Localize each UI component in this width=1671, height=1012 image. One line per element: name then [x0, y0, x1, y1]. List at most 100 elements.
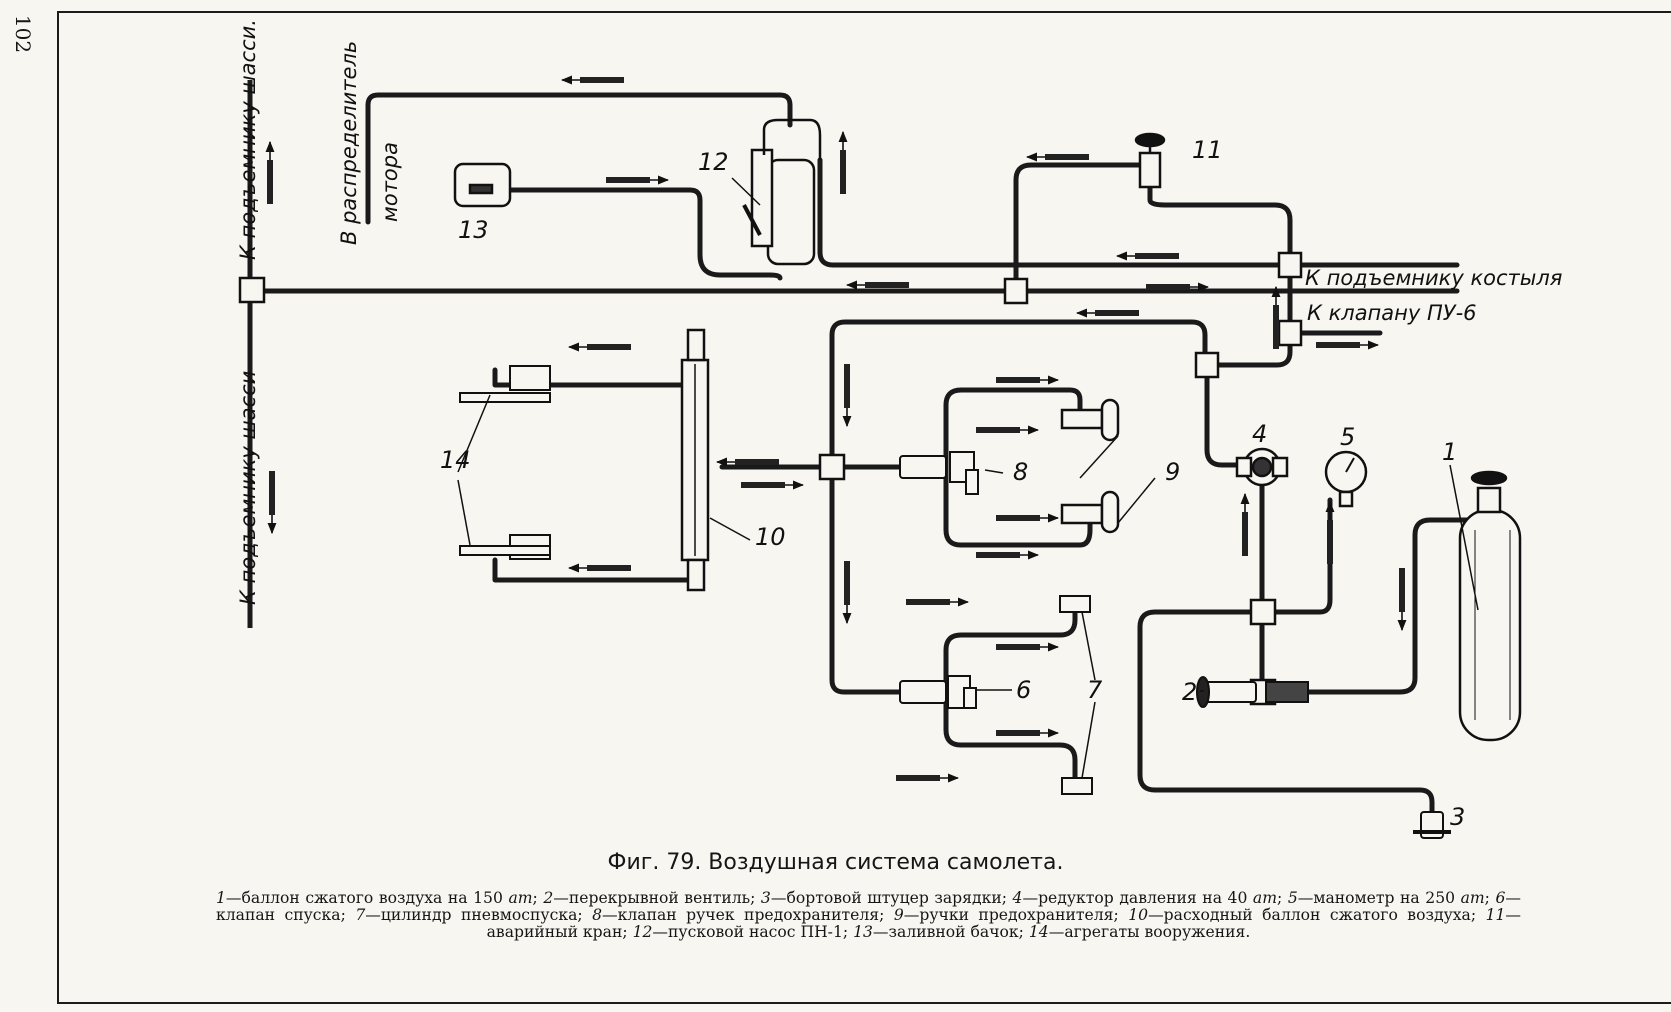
charging-fitting-icon	[1413, 811, 1451, 839]
label-chassis-lift-top: К подъемнику шасси.	[236, 19, 260, 260]
emergency-valve-icon	[1134, 132, 1166, 189]
legend-item-separator: ;	[1277, 889, 1288, 907]
flow-arrow-chassis-up	[267, 142, 273, 204]
legend-item: 1—баллон сжатого воздуха на 150 ат;	[216, 889, 543, 907]
shutoff-valve-icon	[1196, 676, 1309, 708]
legend-item-separator: .	[1245, 923, 1251, 941]
legend-item-text: —манометр на 250	[1297, 889, 1461, 907]
legend-item-number: 4	[1012, 889, 1023, 907]
number-2: 2	[1182, 678, 1197, 706]
flow-arrow-up-to-pu6	[1273, 287, 1279, 349]
flow-arrow-valve6-d	[896, 775, 958, 781]
flow-arrow-consumer-a	[717, 459, 779, 465]
legend-item-number: 10	[1128, 906, 1149, 924]
diagram-labels: К подъемнику шасси. К подъемнику шасси В…	[236, 19, 1562, 831]
legend-item-number: 7	[355, 906, 366, 924]
number-1: 1	[1442, 438, 1457, 466]
legend-item-number: 8	[592, 906, 603, 924]
legend-item: 4—редуктор давления на 40 ат;	[1013, 889, 1288, 907]
pipe-handle-top	[943, 387, 1083, 470]
label-valve-pu6: К клапану ПУ-6	[1307, 301, 1477, 325]
legend-item-text: —аварийный кран	[486, 906, 1522, 941]
pipe-pump-branch	[817, 157, 1293, 268]
pressure-gauge-icon	[1324, 450, 1368, 508]
number-8: 8	[1013, 458, 1028, 486]
legend-item-text: —перекрывной вентиль	[553, 889, 751, 907]
frame-top-rule	[58, 11, 1671, 13]
legend-item: 12—пусковой насос ПН-1;	[633, 923, 854, 941]
number-6: 6	[1016, 676, 1031, 704]
legend-item-number: 11	[1485, 906, 1506, 924]
legend-item-text: —баллон сжатого воздуха на 150	[225, 889, 509, 907]
flow-arrow-chassis-down	[269, 471, 275, 533]
legend-item-separator: ;	[532, 889, 544, 907]
legend-item-text: —пусковой насос ПН-1	[652, 923, 843, 941]
pipe-valve6-bottom	[943, 689, 1078, 781]
legend-item: 8—клапан ручек предохранителя;	[592, 906, 894, 924]
flow-arrow-handle-a	[996, 377, 1058, 383]
legend-item: 14—агрегаты вооружения.	[1029, 923, 1250, 941]
drain-valve-icon	[899, 675, 977, 709]
pipe-shutoff-to-bottle	[1259, 517, 1473, 695]
label-engine-distributor-line1: В распределитель	[337, 41, 361, 245]
flow-arrow-branch-down-b	[844, 561, 850, 623]
pipe-gauge-line	[1259, 497, 1333, 615]
label-chassis-lift-bottom: К подъемнику шасси	[236, 371, 260, 605]
legend-item-separator: ;	[1001, 889, 1013, 907]
legend-item: 2—перекрывной вентиль;	[543, 889, 761, 907]
pipe-handle-bottom	[943, 464, 1093, 548]
weapon-units-icon	[459, 365, 551, 560]
fuse-handles-icon	[1060, 398, 1120, 534]
number-7: 7	[1087, 676, 1103, 704]
legend-item-separator: ;	[1484, 889, 1496, 907]
frame-left-rule	[57, 11, 59, 1004]
start-pump-icon	[742, 118, 822, 266]
legend-item-separator: ;	[340, 906, 356, 924]
legend-item-number: 2	[543, 889, 554, 907]
legend-item-separator: ;	[879, 906, 894, 924]
legend-item: 13—заливной бачок;	[853, 923, 1029, 941]
pressure-reducer-icon	[1235, 447, 1289, 487]
number-3: 3	[1450, 803, 1465, 831]
fuse-valve-icon	[899, 451, 979, 495]
label-engine-distributor-line2: мотора	[378, 142, 402, 222]
flow-arrow-reducer-up	[1242, 494, 1248, 556]
legend-item-text: —бортовой штуцер зарядки	[770, 889, 1002, 907]
legend-item-text: —клапан спуска	[216, 889, 1521, 924]
legend-item-number: 13	[853, 923, 873, 941]
number-4: 4	[1252, 420, 1267, 448]
legend-item-separator: ;	[622, 923, 633, 941]
legend-item-text: —расходный баллон сжатого воздуха	[1148, 906, 1471, 924]
air-cylinder-icon	[680, 328, 710, 592]
number-10: 10	[755, 523, 786, 551]
flow-arrow-cyl-top	[569, 344, 631, 350]
figure-caption-legend: 1—баллон сжатого воздуха на 150 ат; 2—пе…	[216, 890, 1521, 941]
flow-arrow-valve6-b	[996, 644, 1058, 650]
flow-arrow-branch-down-a	[844, 364, 850, 426]
flow-arrow-main-left	[847, 282, 909, 288]
legend-item-separator: ;	[1113, 906, 1129, 924]
legend-item: 9—ручки предохранителя;	[894, 906, 1128, 924]
legend-item-text: —цилиндр пневмоспуска	[365, 906, 578, 924]
legend-item-text: —клапан ручек предохранителя	[602, 906, 880, 924]
legend-item-separator: ;	[750, 889, 761, 907]
legend-item: 3—бортовой штуцер зарядки;	[761, 889, 1013, 907]
legend-item-number: 14	[1028, 923, 1049, 941]
flow-arrow-return	[1117, 253, 1179, 259]
label-tail-skid-lift: К подъемнику костыля	[1305, 266, 1562, 290]
filler-tank-icon	[453, 162, 512, 208]
legend-item: 7—цилиндр пневмоспуска;	[355, 906, 592, 924]
pipe-to-reducer	[1204, 362, 1245, 468]
legend-item-separator: ;	[842, 923, 854, 941]
number-9: 9	[1165, 458, 1180, 486]
legend-item-unit: ат	[508, 889, 533, 907]
number-5: 5	[1340, 423, 1355, 451]
flow-arrow-handle-c	[996, 515, 1058, 521]
legend-item-separator: ;	[1018, 923, 1029, 941]
flow-arrow-handle-b	[976, 427, 1038, 433]
number-13: 13	[458, 216, 489, 244]
pipe-network	[247, 89, 1473, 818]
pneumatic-cylinder-icon	[1059, 595, 1093, 795]
legend-item-number: 12	[632, 923, 653, 941]
legend-item-number: 1	[216, 889, 226, 907]
